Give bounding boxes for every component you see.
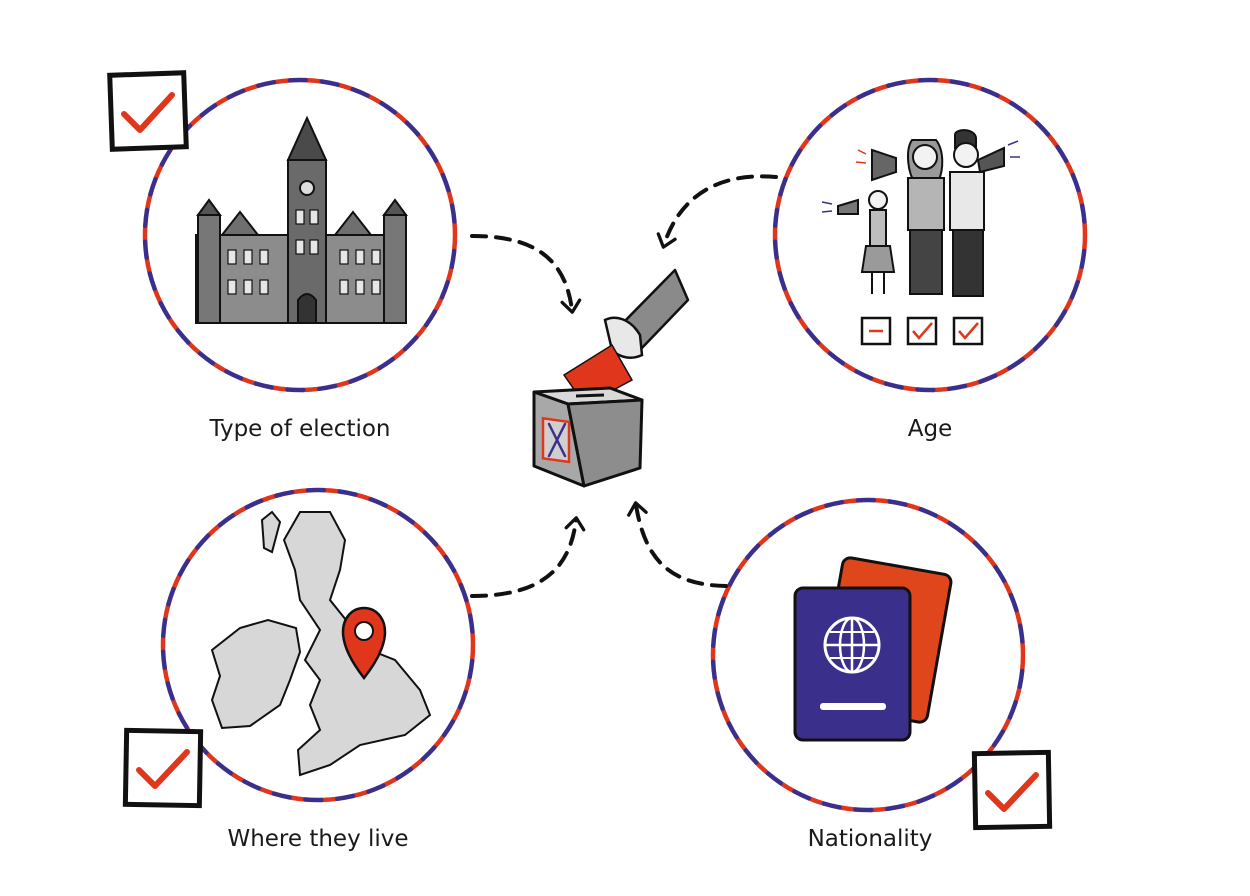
ballot-box-icon bbox=[532, 268, 690, 488]
label-nationality: Nationality bbox=[807, 826, 933, 852]
circle-election bbox=[142, 77, 458, 393]
town-hall-icon bbox=[195, 115, 408, 324]
check-box-icon-live bbox=[122, 727, 204, 809]
circle-live bbox=[160, 487, 476, 803]
label-type-of-election: Type of election bbox=[209, 416, 391, 442]
label-age: Age bbox=[907, 416, 953, 442]
circle-age bbox=[772, 77, 1088, 393]
arrow-from-age bbox=[656, 174, 778, 249]
arrow-from-live bbox=[470, 516, 586, 598]
check-box-icon-nationality bbox=[971, 749, 1053, 831]
arrow-from-nationality bbox=[627, 501, 728, 588]
passport-icon bbox=[793, 556, 953, 742]
circle-nationality bbox=[710, 497, 1026, 813]
protesters-icon bbox=[821, 129, 1020, 346]
uk-map-pin-icon bbox=[210, 510, 432, 777]
check-box-icon-election bbox=[107, 70, 189, 152]
arrow-from-election bbox=[470, 234, 582, 314]
label-where-they-live: Where they live bbox=[227, 826, 409, 852]
